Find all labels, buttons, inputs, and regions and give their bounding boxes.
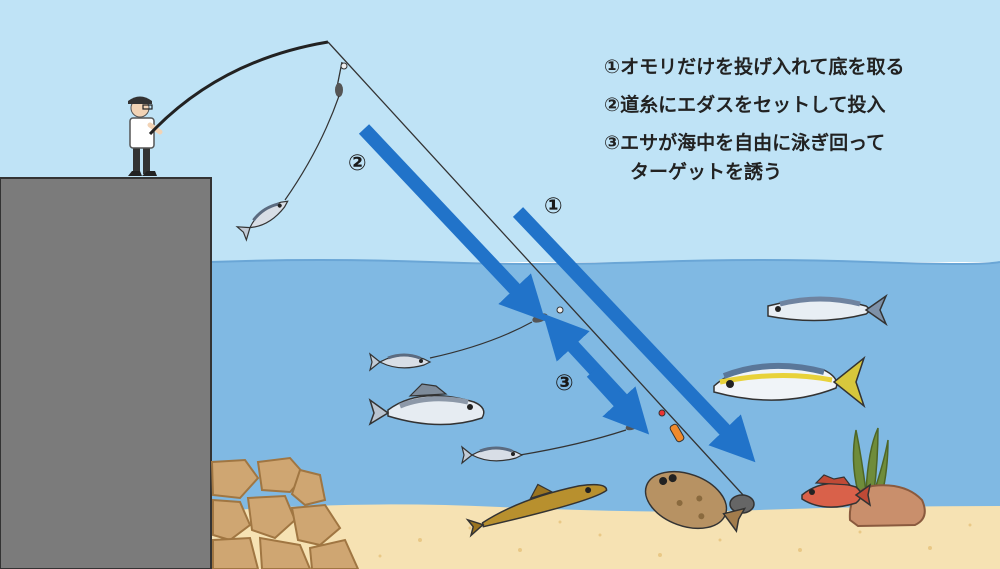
seaweed bbox=[852, 427, 889, 495]
instruction-1-num: ① bbox=[604, 56, 620, 78]
instruction-3-num: ③ bbox=[604, 132, 620, 154]
main-line bbox=[327, 41, 745, 497]
spanish-mackerel bbox=[767, 293, 888, 327]
sandy-seabed bbox=[210, 504, 1000, 569]
label-two: ② bbox=[348, 151, 367, 176]
flathead bbox=[465, 483, 608, 538]
instruction-list: ①オモリだけを投げ入れて底を取る ②道糸にエダスをセットして投入 ③エサが海中を… bbox=[604, 55, 905, 183]
label-three: ③ bbox=[555, 371, 574, 396]
instruction-2-num: ② bbox=[604, 94, 620, 116]
instruction-3-line2: ターゲットを誘う bbox=[630, 160, 782, 183]
bait-fish-mid bbox=[368, 352, 432, 372]
sea-bass bbox=[368, 383, 485, 426]
label-one: ① bbox=[544, 194, 563, 219]
rock-pile bbox=[210, 456, 360, 569]
rockfish bbox=[801, 474, 872, 508]
pier bbox=[0, 177, 212, 569]
instruction-2-text: 道糸にエダスをセットして投入 bbox=[620, 93, 885, 116]
bait-fish-air bbox=[235, 200, 289, 242]
instruction-3-text: エサが海中を自由に泳ぎ回って bbox=[620, 131, 885, 154]
sand-grains bbox=[378, 520, 972, 558]
yellowtail bbox=[713, 355, 866, 409]
instruction-2: ②道糸にエダスをセットして投入 bbox=[604, 93, 886, 116]
instruction-3: ③エサが海中を自由に泳ぎ回って bbox=[604, 131, 885, 154]
arrow-three-down bbox=[586, 367, 650, 435]
fisherman bbox=[128, 96, 163, 176]
instruction-1: ①オモリだけを投げ入れて底を取る bbox=[604, 55, 905, 78]
rig-airborne bbox=[284, 61, 348, 201]
flounder bbox=[644, 470, 747, 533]
bait-fish-lower bbox=[460, 445, 524, 465]
fishing-rod bbox=[148, 40, 329, 136]
arrow-two bbox=[358, 124, 546, 322]
arrow-one bbox=[512, 207, 756, 463]
instruction-1-text: オモリだけを投げ入れて底を取る bbox=[620, 55, 904, 78]
